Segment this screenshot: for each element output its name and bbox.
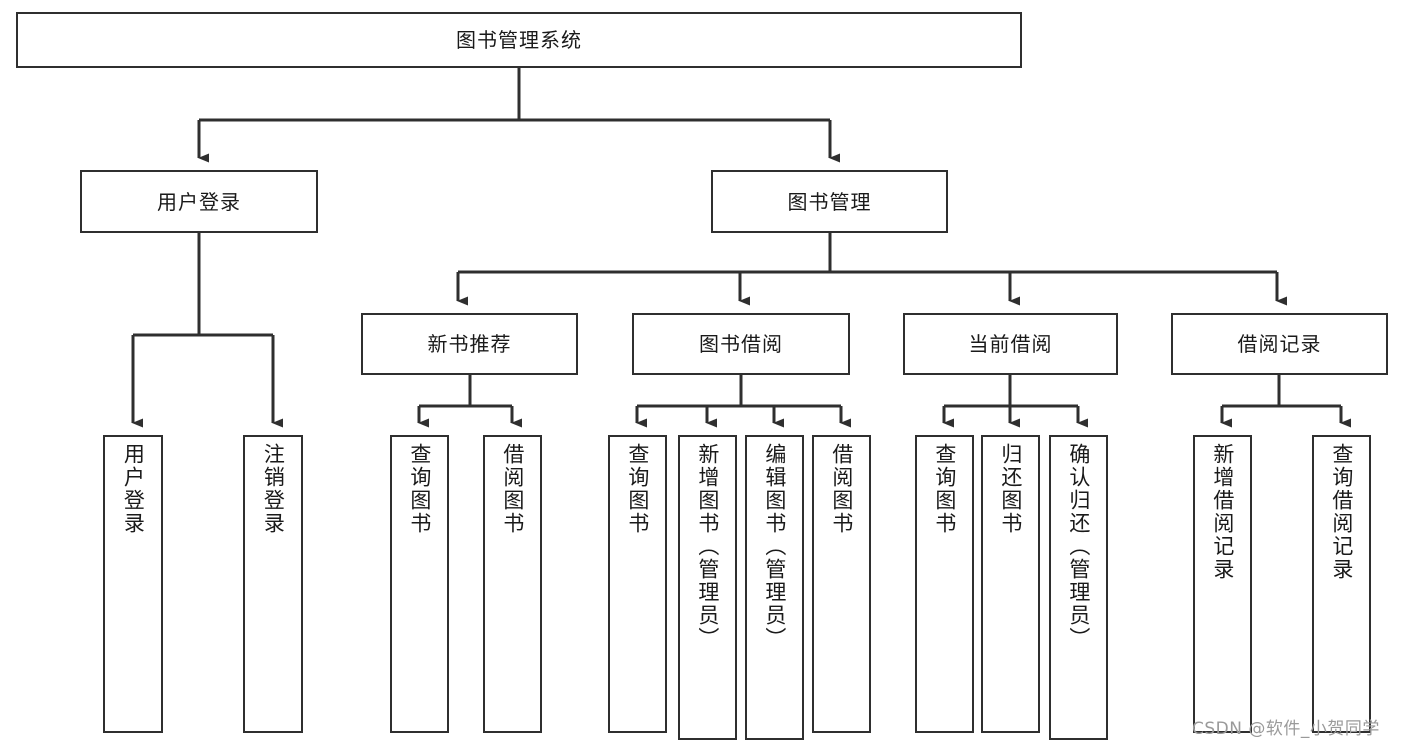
book-borrow-to-leaves-connectors xyxy=(635,375,851,428)
leaf-query-book-1[interactable]: 查询图书 xyxy=(390,435,449,733)
leaf-add-record[interactable]: 新增借阅记录 xyxy=(1193,435,1252,733)
leaf-add-book-label: 新增图书（管理员） xyxy=(695,443,720,650)
leaf-query-book-3-label: 查询图书 xyxy=(932,443,957,535)
leaf-user-logout-label: 注销登录 xyxy=(261,443,286,535)
node-user-login[interactable]: 用户登录 xyxy=(80,170,318,233)
node-book-manage[interactable]: 图书管理 xyxy=(711,170,948,233)
leaf-query-book-2[interactable]: 查询图书 xyxy=(608,435,667,733)
leaf-add-book[interactable]: 新增图书（管理员） xyxy=(678,435,737,740)
root-to-level2-connectors xyxy=(197,68,840,163)
borrow-record-to-leaves-connectors xyxy=(1220,375,1351,428)
leaf-query-book-1-label: 查询图书 xyxy=(407,443,432,535)
leaf-query-book-3[interactable]: 查询图书 xyxy=(915,435,974,733)
leaf-query-record-label: 查询借阅记录 xyxy=(1329,443,1354,581)
user-login-to-leaves-connectors xyxy=(131,233,283,428)
leaf-query-book-2-label: 查询图书 xyxy=(625,443,650,535)
leaf-add-record-label: 新增借阅记录 xyxy=(1210,443,1235,581)
node-borrow-record[interactable]: 借阅记录 xyxy=(1171,313,1388,375)
leaf-borrow-book-1-label: 借阅图书 xyxy=(500,443,525,535)
leaf-query-record[interactable]: 查询借阅记录 xyxy=(1312,435,1371,733)
node-book-borrow-label: 图书借阅 xyxy=(699,332,783,356)
leaf-return-book-label: 归还图书 xyxy=(998,443,1023,535)
node-user-login-label: 用户登录 xyxy=(157,189,241,214)
new-book-rec-to-leaves-connectors xyxy=(417,375,522,428)
leaf-edit-book[interactable]: 编辑图书（管理员） xyxy=(745,435,804,740)
leaf-borrow-book-2[interactable]: 借阅图书 xyxy=(812,435,871,733)
node-root[interactable]: 图书管理系统 xyxy=(16,12,1022,68)
node-new-book-rec[interactable]: 新书推荐 xyxy=(361,313,578,375)
csdn-watermark: CSDN @软件_小贺同学 xyxy=(1192,719,1380,739)
node-book-borrow[interactable]: 图书借阅 xyxy=(632,313,850,375)
node-book-manage-label: 图书管理 xyxy=(787,189,872,214)
leaf-borrow-book-1[interactable]: 借阅图书 xyxy=(483,435,542,733)
current-borrow-to-leaves-connectors xyxy=(942,375,1088,428)
leaf-confirm-return-label: 确认归还（管理员） xyxy=(1066,443,1091,650)
node-borrow-record-label: 借阅记录 xyxy=(1237,332,1322,356)
leaf-edit-book-label: 编辑图书（管理员） xyxy=(762,443,787,650)
node-current-borrow-label: 当前借阅 xyxy=(968,332,1053,356)
node-current-borrow[interactable]: 当前借阅 xyxy=(903,313,1118,375)
leaf-borrow-book-2-label: 借阅图书 xyxy=(829,443,854,535)
node-root-label: 图书管理系统 xyxy=(456,28,582,52)
leaf-return-book[interactable]: 归还图书 xyxy=(981,435,1040,733)
leaf-user-logout[interactable]: 注销登录 xyxy=(243,435,303,733)
node-new-book-rec-label: 新书推荐 xyxy=(427,332,512,356)
leaf-user-login[interactable]: 用户登录 xyxy=(103,435,163,733)
book-manage-to-level3-connectors xyxy=(456,233,1287,306)
leaf-confirm-return[interactable]: 确认归还（管理员） xyxy=(1049,435,1108,740)
leaf-user-login-label: 用户登录 xyxy=(121,443,146,535)
